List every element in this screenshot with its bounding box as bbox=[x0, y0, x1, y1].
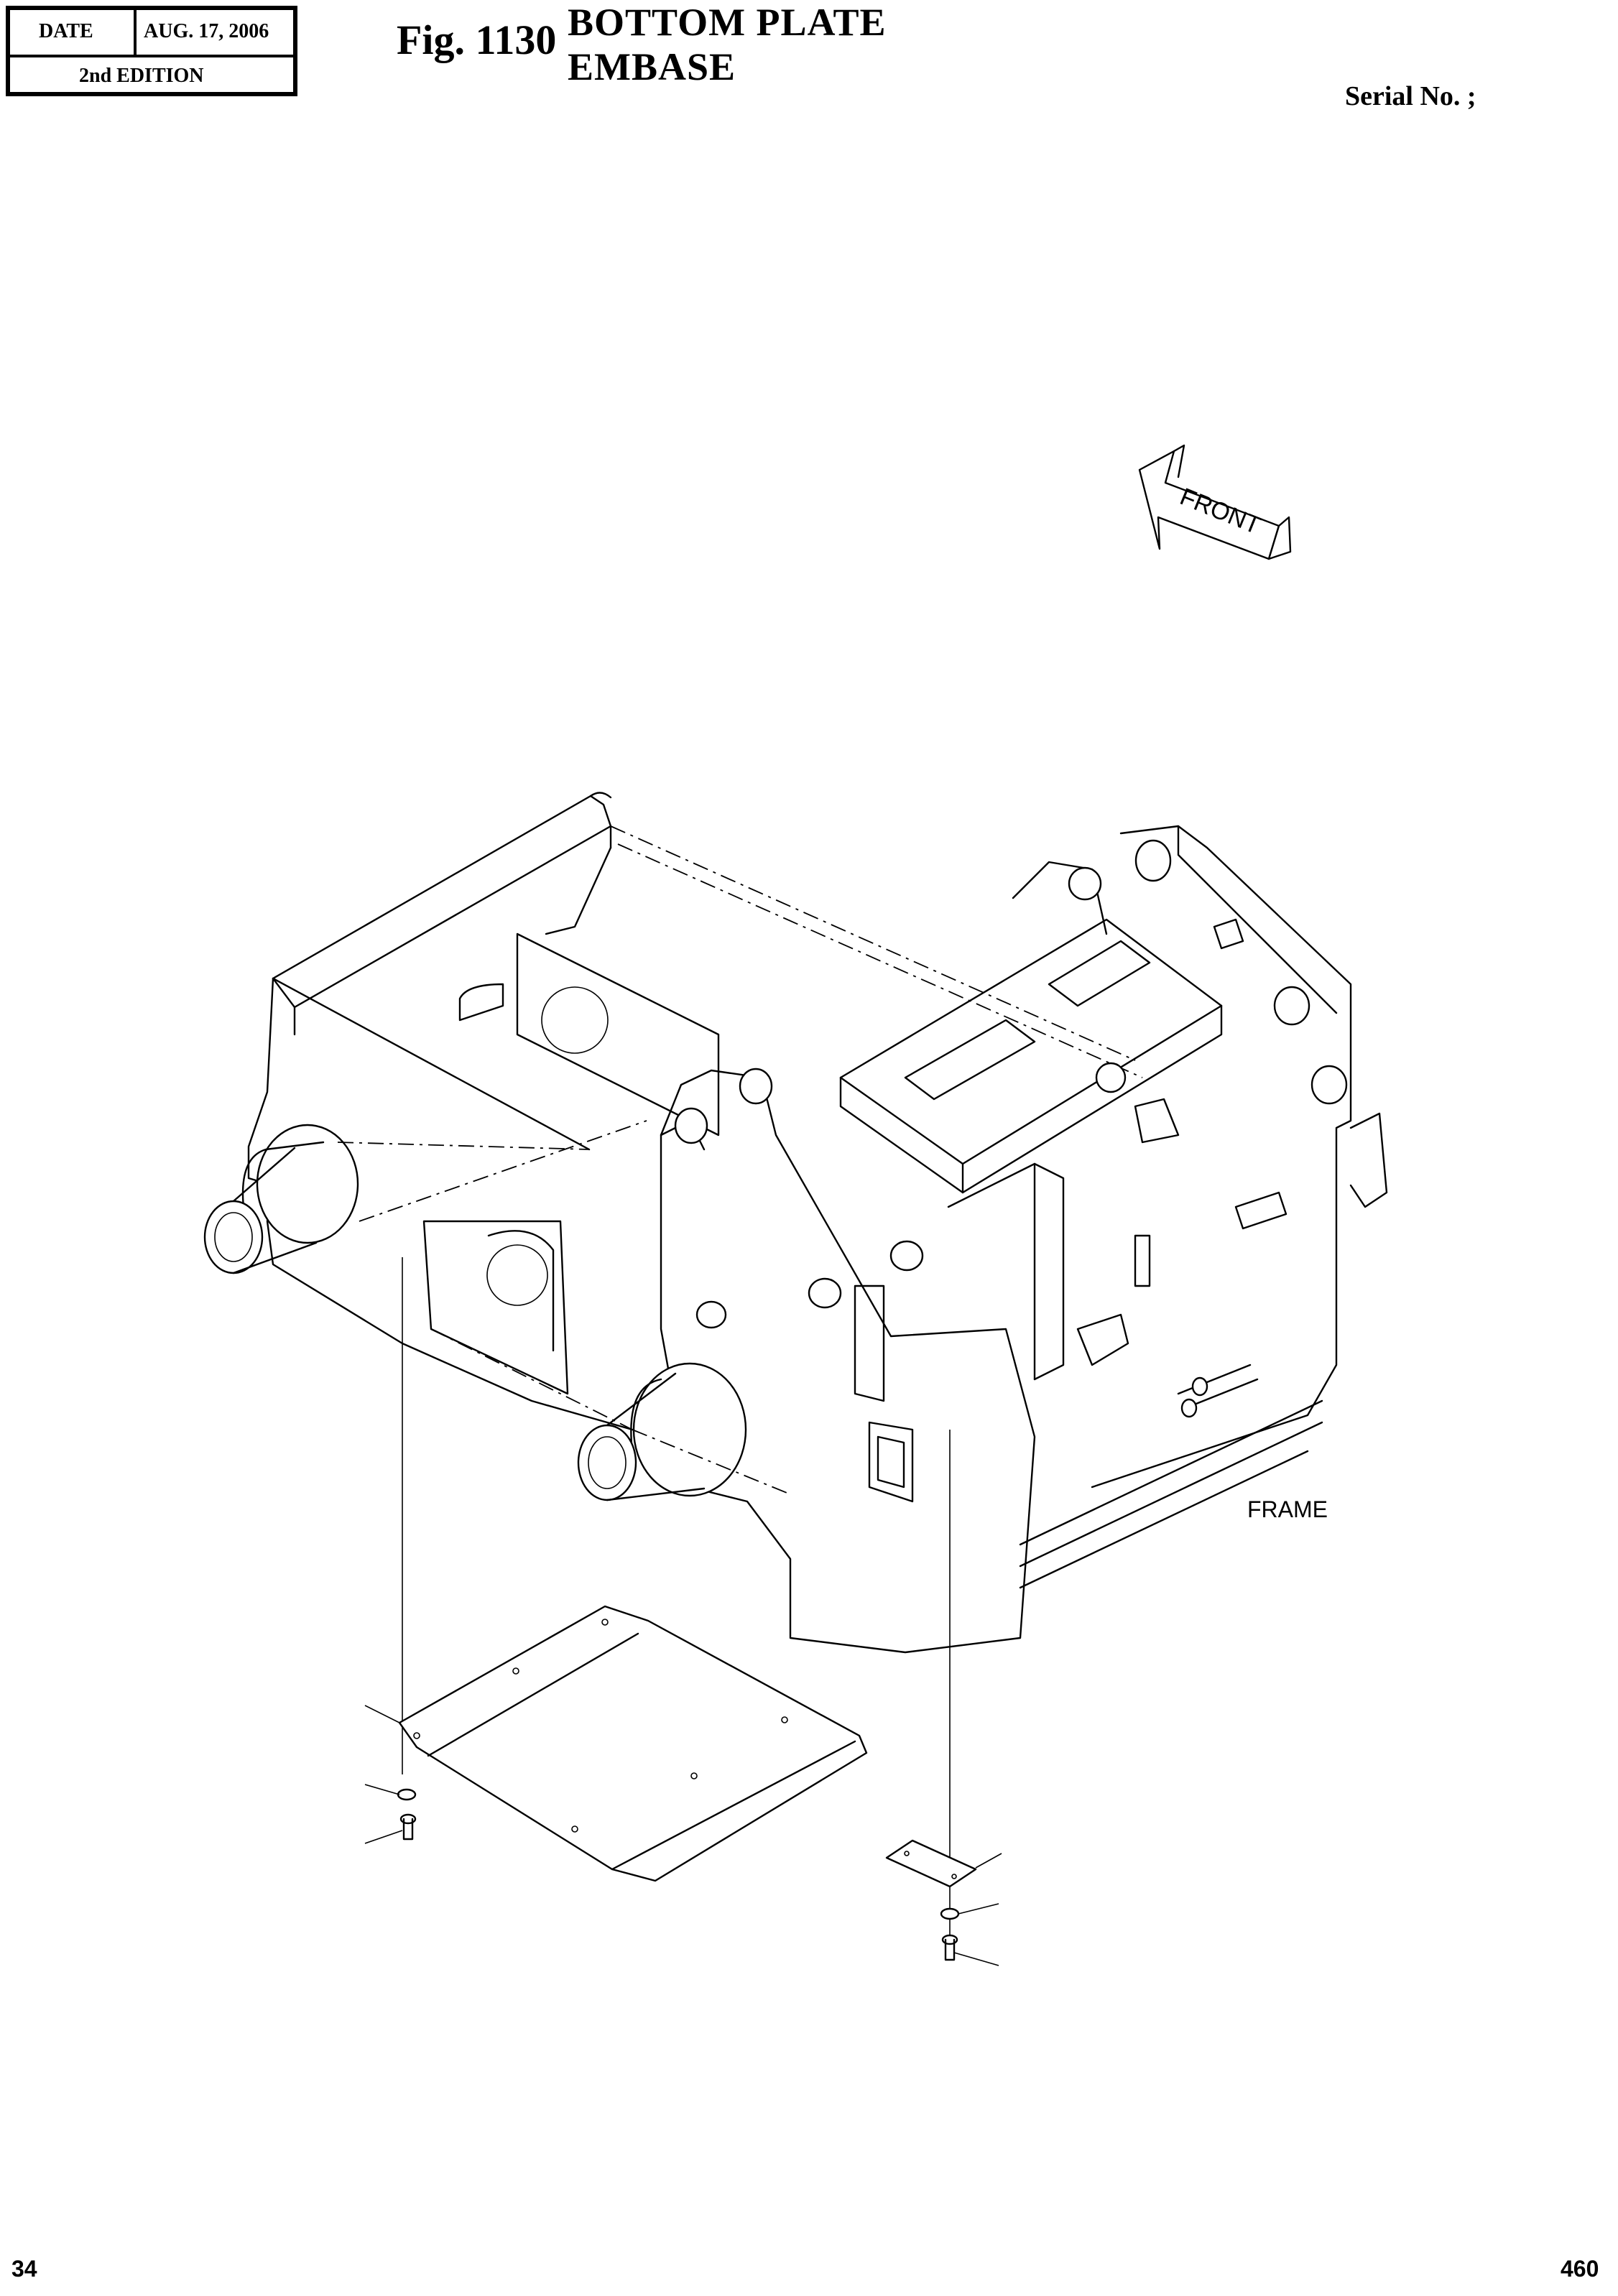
serial-number: Serial No. ; bbox=[1345, 81, 1476, 111]
page-number-left: 34 bbox=[11, 2256, 37, 2282]
title-english: BOTTOM PLATE bbox=[568, 1, 887, 44]
washer-left bbox=[397, 1788, 417, 1801]
bottom-plate bbox=[398, 1605, 868, 1882]
date-value: AUG. 17, 2006 bbox=[144, 20, 269, 42]
page-number-right: 460 bbox=[1561, 2256, 1599, 2282]
front-arrow: FRONT bbox=[1138, 444, 1292, 560]
title-french: EMBASE bbox=[568, 45, 736, 88]
frame-label: FRAME bbox=[1247, 1496, 1328, 1522]
bolt-left bbox=[399, 1813, 417, 1841]
date-label: DATE bbox=[39, 20, 93, 42]
figure-number: Fig. 1130 bbox=[397, 17, 557, 63]
machine-frame bbox=[203, 792, 1388, 1654]
edition-label: 2nd EDITION bbox=[79, 65, 204, 87]
date-edition-box: DATE AUG. 17, 2006 2nd EDITION bbox=[6, 6, 297, 96]
small-cover-plate bbox=[885, 1839, 977, 1888]
bolt-right bbox=[941, 1934, 958, 1961]
washer-right bbox=[940, 1907, 960, 1920]
